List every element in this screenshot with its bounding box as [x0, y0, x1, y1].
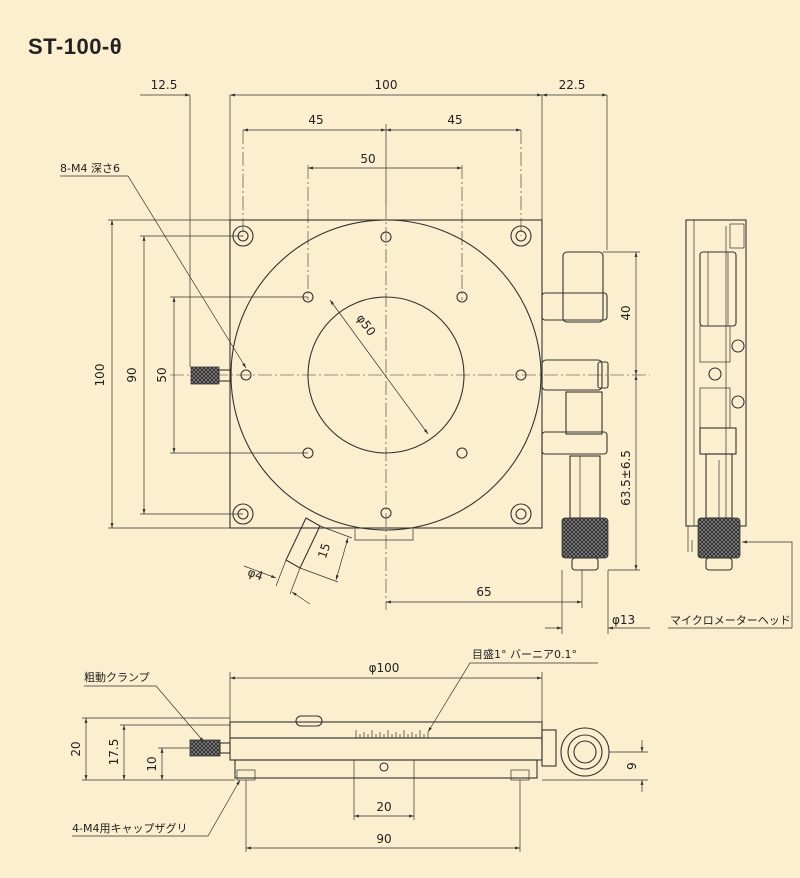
- side-view: マイクロメーターヘッド: [668, 219, 793, 629]
- dim-65: 65: [476, 585, 491, 599]
- callout-scale: 目盛1° バーニア0.1°: [472, 647, 577, 661]
- dim-100-top: 100: [375, 78, 398, 92]
- dim-22-5: 22.5: [559, 78, 586, 92]
- dim-10: 10: [145, 756, 159, 771]
- dim-20-left: 20: [69, 741, 83, 756]
- callout-micrometer-head: マイクロメーターヘッド: [670, 614, 791, 627]
- dim-45-left: 45: [308, 113, 323, 127]
- dim-phi100: φ100: [369, 661, 400, 675]
- dim-50-top: 50: [360, 152, 375, 166]
- dim-17-5: 17.5: [107, 739, 121, 766]
- dim-63-5: 63.5±6.5: [619, 450, 633, 506]
- micrometer-assembly: [541, 251, 609, 571]
- table-tab: [354, 529, 414, 541]
- dim-12-5: 12.5: [151, 78, 178, 92]
- dim-100-left: 100: [93, 364, 107, 387]
- dim-20-bottom: 20: [376, 800, 391, 814]
- dim-50-left: 50: [155, 367, 169, 382]
- dim-40: 40: [619, 305, 633, 320]
- dim-phi13: φ13: [612, 613, 635, 627]
- dim-9: 9: [625, 762, 639, 770]
- dim-90-left: 90: [125, 367, 139, 382]
- dim-90-bottom: 90: [376, 832, 391, 846]
- callout-coarse-clamp: 粗動クランプ: [84, 670, 150, 684]
- scale-marks: [352, 730, 432, 739]
- top-view: 12.5 100 22.5 45 45 50 100 90 50 φ50 8-M…: [60, 78, 650, 634]
- callout-tapped-holes: 8-M4 深さ6: [60, 162, 120, 175]
- front-view: φ100 目盛1° バーニア0.1° 粗動クランプ 20 17.5 10 9 2…: [69, 647, 648, 852]
- coarse-clamp-knob: [189, 739, 221, 757]
- dim-phi4: φ4: [246, 565, 265, 583]
- page-title: ST-100-θ: [28, 34, 123, 59]
- side-micrometer-thimble: [697, 517, 741, 559]
- micrometer-thimble: [561, 517, 609, 559]
- dim-15: 15: [315, 541, 333, 560]
- locating-pin: [243, 517, 353, 605]
- dim-45-right: 45: [447, 113, 462, 127]
- callout-counterbore: 4-M4用キャップザグリ: [72, 821, 187, 835]
- clamp-knob-left: [190, 366, 232, 385]
- dim-phi50: φ50: [354, 312, 379, 339]
